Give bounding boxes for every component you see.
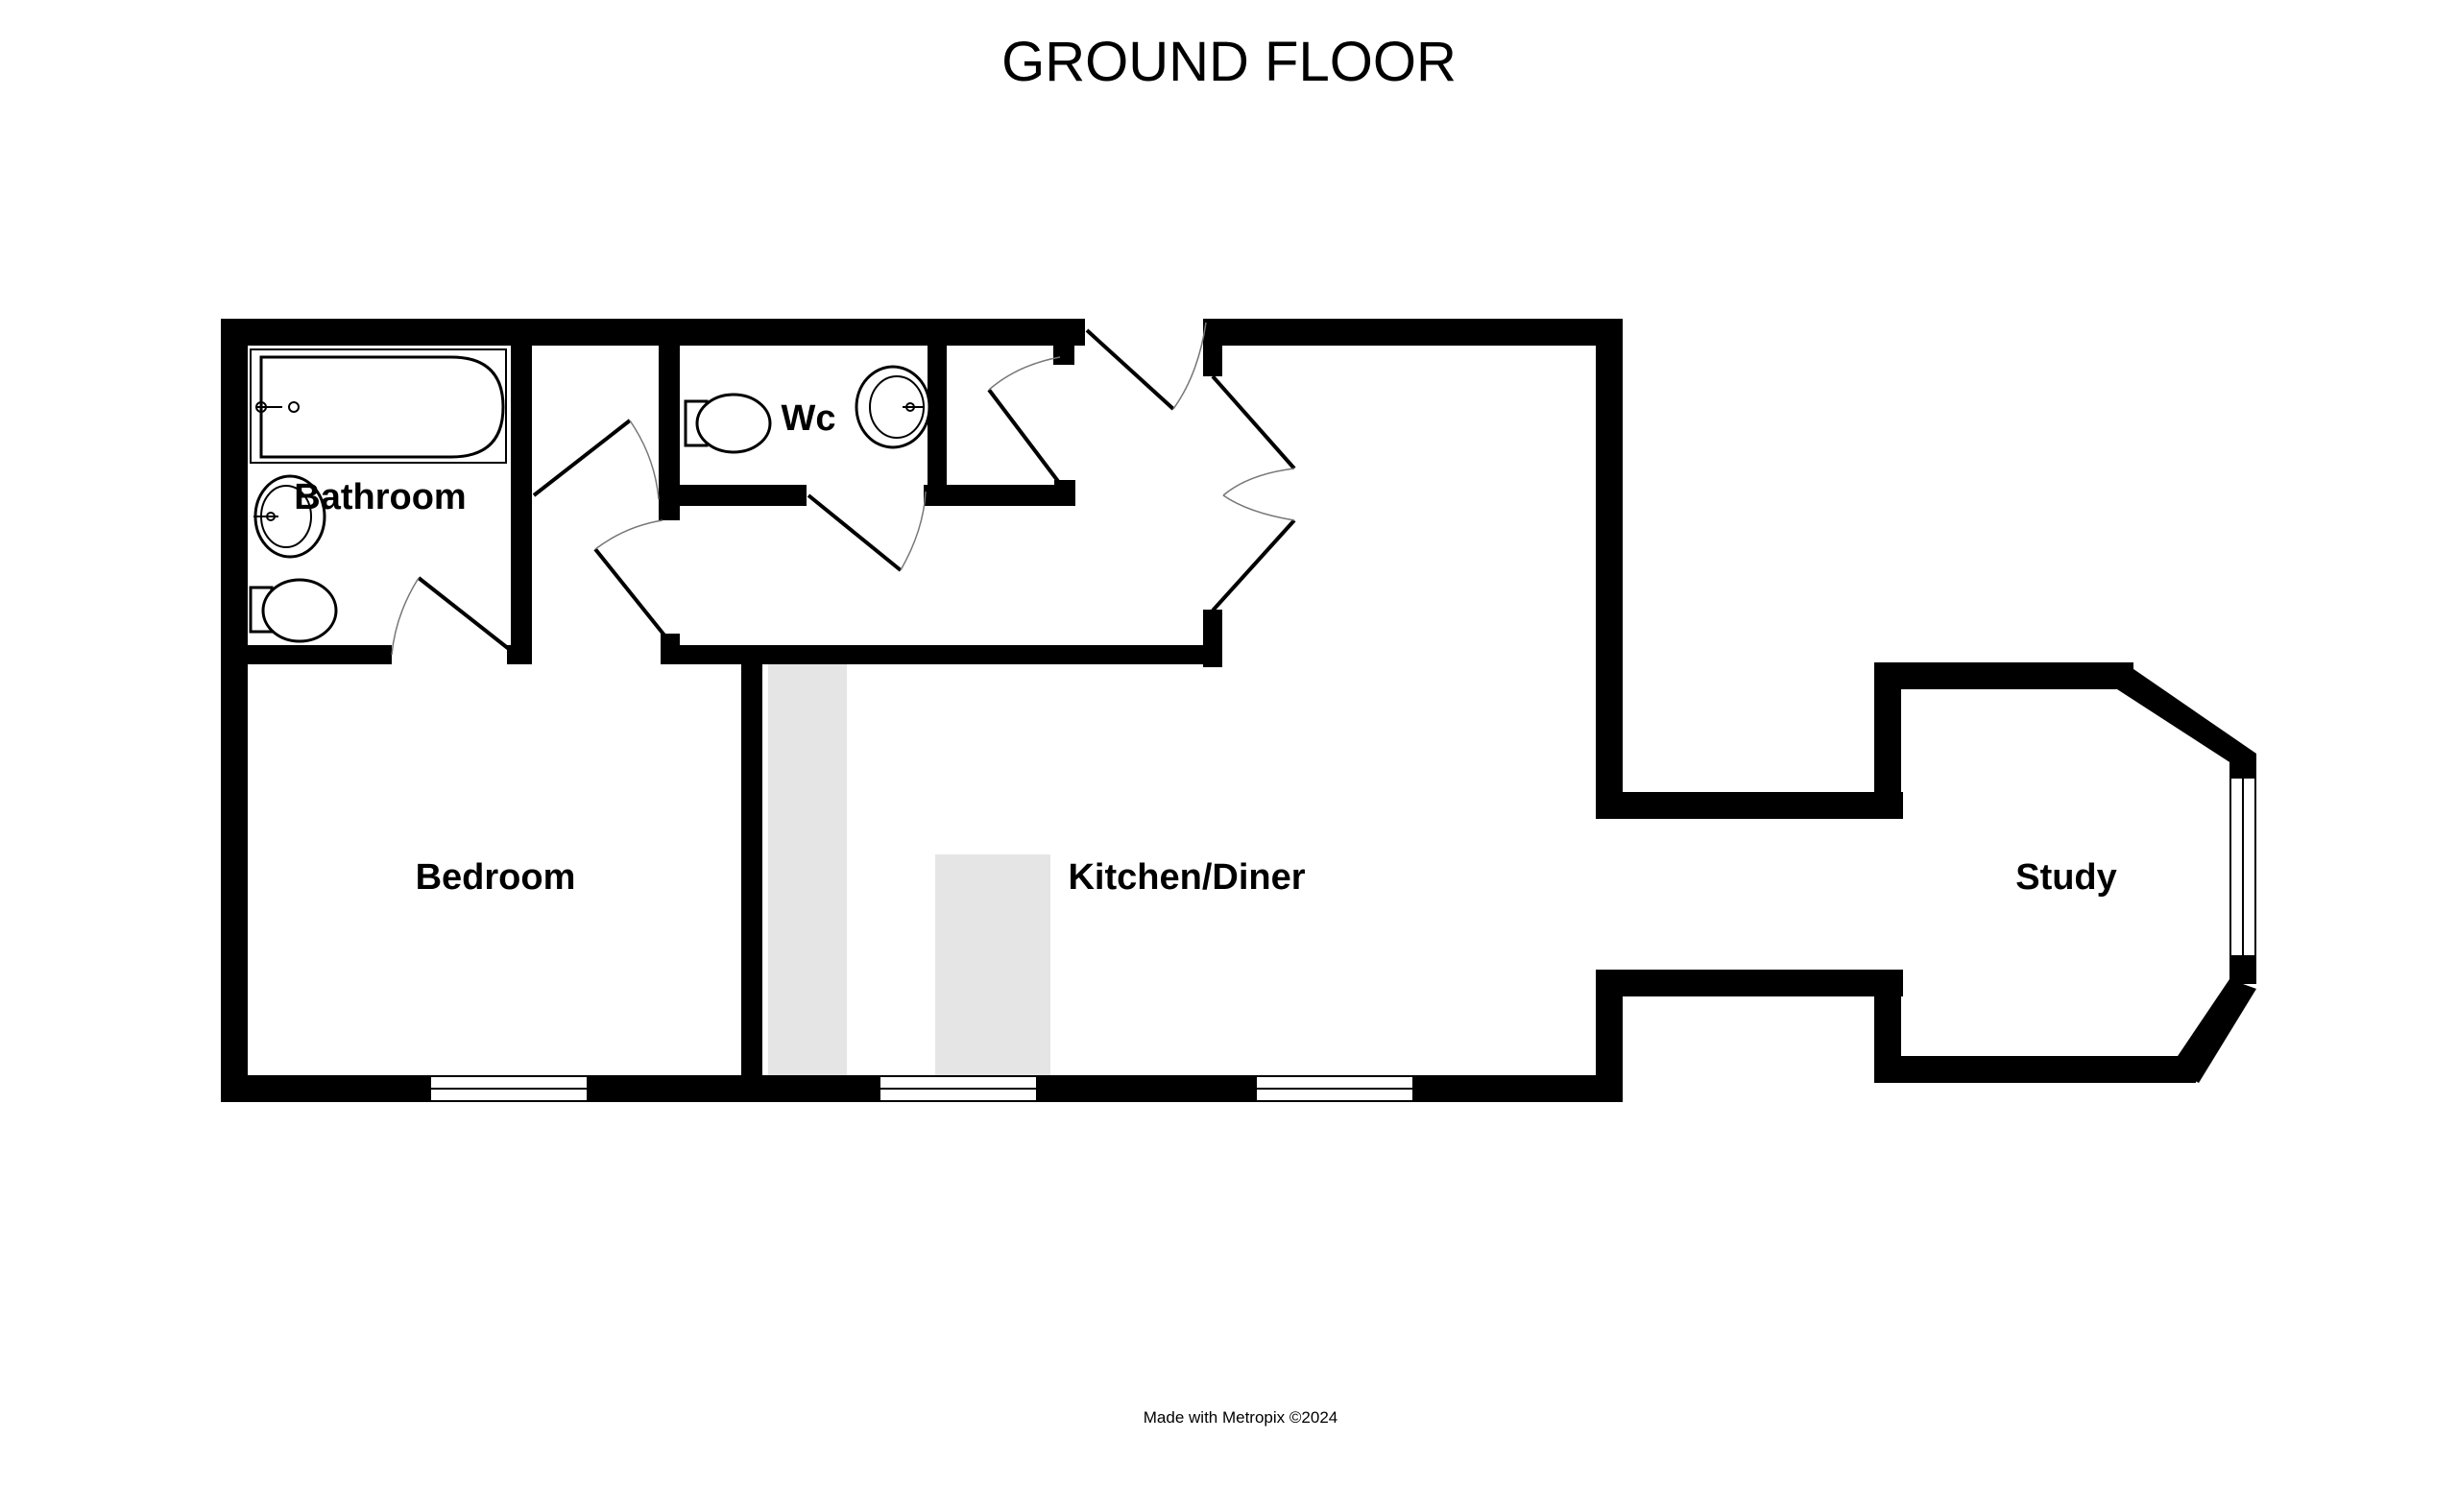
study-window [2229,777,2256,957]
fixtures [249,348,931,643]
bathroom-door [391,576,511,656]
kitchen-window-left [879,1075,1038,1102]
walls [221,319,2256,1102]
wc-door [807,491,927,572]
bathroom-basin-icon [253,474,326,559]
bathroom-toilet-icon [249,578,338,643]
wc-toilet-icon [684,393,772,454]
room-label-bathroom: Bathroom [294,477,466,517]
room-label-kitchen-diner: Kitchen/Diner [1068,857,1305,898]
room-label-bedroom: Bedroom [416,857,576,898]
credit-text: Made with Metropix ©2024 [1144,1408,1337,1427]
kitchen-window-right [1255,1075,1414,1102]
kitchen-double-doors [1211,374,1296,612]
room-label-study: Study [2015,857,2117,898]
doors [391,322,1296,656]
bedroom-window [429,1075,589,1102]
kitchen-worktop-left [768,662,847,1077]
hall-to-bathroom-door [532,419,660,500]
cupboard-door [987,356,1062,486]
wc-basin-icon [855,365,931,449]
kitchen-island [935,854,1050,1077]
floor-title: GROUND FLOOR [1001,31,1457,93]
windows [429,777,2256,1102]
hall-lower-door [593,519,671,643]
kitchen-units [768,662,1050,1077]
bath-icon [250,348,507,464]
room-label-wc: Wc [782,398,836,439]
entrance-door [1085,322,1207,411]
